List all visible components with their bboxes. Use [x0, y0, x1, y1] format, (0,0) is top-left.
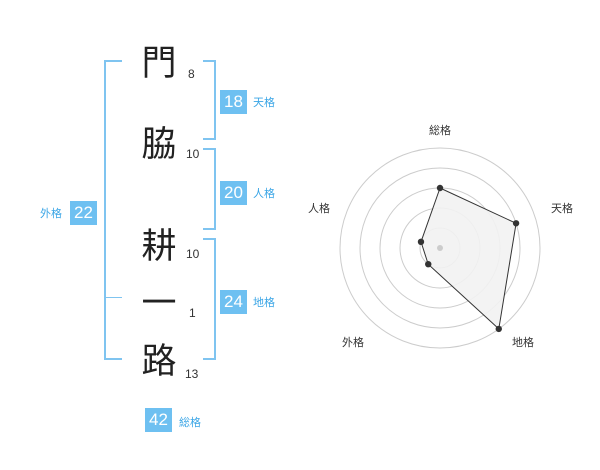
radar-score-points [417, 184, 520, 333]
stroke-count-5: 13 [185, 367, 199, 381]
stroke-count-4: 1 [189, 306, 196, 320]
radar-score-polygon [420, 187, 517, 330]
tenkaku-badge: 18 [220, 90, 247, 114]
stroke-count-1: 8 [188, 67, 195, 81]
soukaku-label: 総格 [179, 416, 201, 429]
radar-point-jinkaku [417, 238, 425, 246]
jinkaku-label: 人格 [253, 187, 275, 200]
radar-point-soukaku [436, 184, 444, 192]
gaikaku-badge: 22 [70, 201, 97, 225]
tenkaku-bracket [203, 60, 216, 140]
radar-label-jinkaku: 人格 [308, 201, 330, 215]
jinkaku-badge: 20 [220, 181, 247, 205]
name-char-2: 脇 [141, 125, 177, 165]
gaikaku-label: 外格 [40, 207, 62, 220]
chikaku-badge: 24 [220, 290, 247, 314]
chikaku-bracket [203, 238, 216, 360]
radar-label-soukaku: 総格 [429, 123, 451, 137]
radar-label-gaikaku: 外格 [342, 335, 364, 349]
name-char-3: 耕 [141, 227, 177, 267]
gaikaku-bracket [104, 60, 122, 360]
radar-point-gaikaku [425, 260, 432, 268]
name-char-5: 路 [141, 342, 177, 382]
radar-point-chikaku [495, 325, 502, 333]
gaikaku-bracket-divider [104, 297, 122, 298]
radar-label-tenkaku: 天格 [551, 201, 573, 215]
radar-ring-5 [339, 147, 541, 349]
stroke-count-3: 10 [186, 247, 200, 261]
radar-label-chikaku: 地格 [512, 335, 534, 349]
stroke-count-2: 10 [186, 147, 200, 161]
name-char-1: 門 [141, 44, 177, 84]
chikaku-label: 地格 [253, 296, 275, 309]
radar-point-tenkaku [512, 220, 520, 227]
jinkaku-bracket [203, 148, 216, 230]
radar-center-point [437, 245, 443, 251]
name-char-4: 一 [141, 284, 177, 324]
tenkaku-label: 天格 [253, 96, 275, 109]
radar-ring-4 [359, 167, 521, 329]
soukaku-badge: 42 [145, 408, 172, 432]
